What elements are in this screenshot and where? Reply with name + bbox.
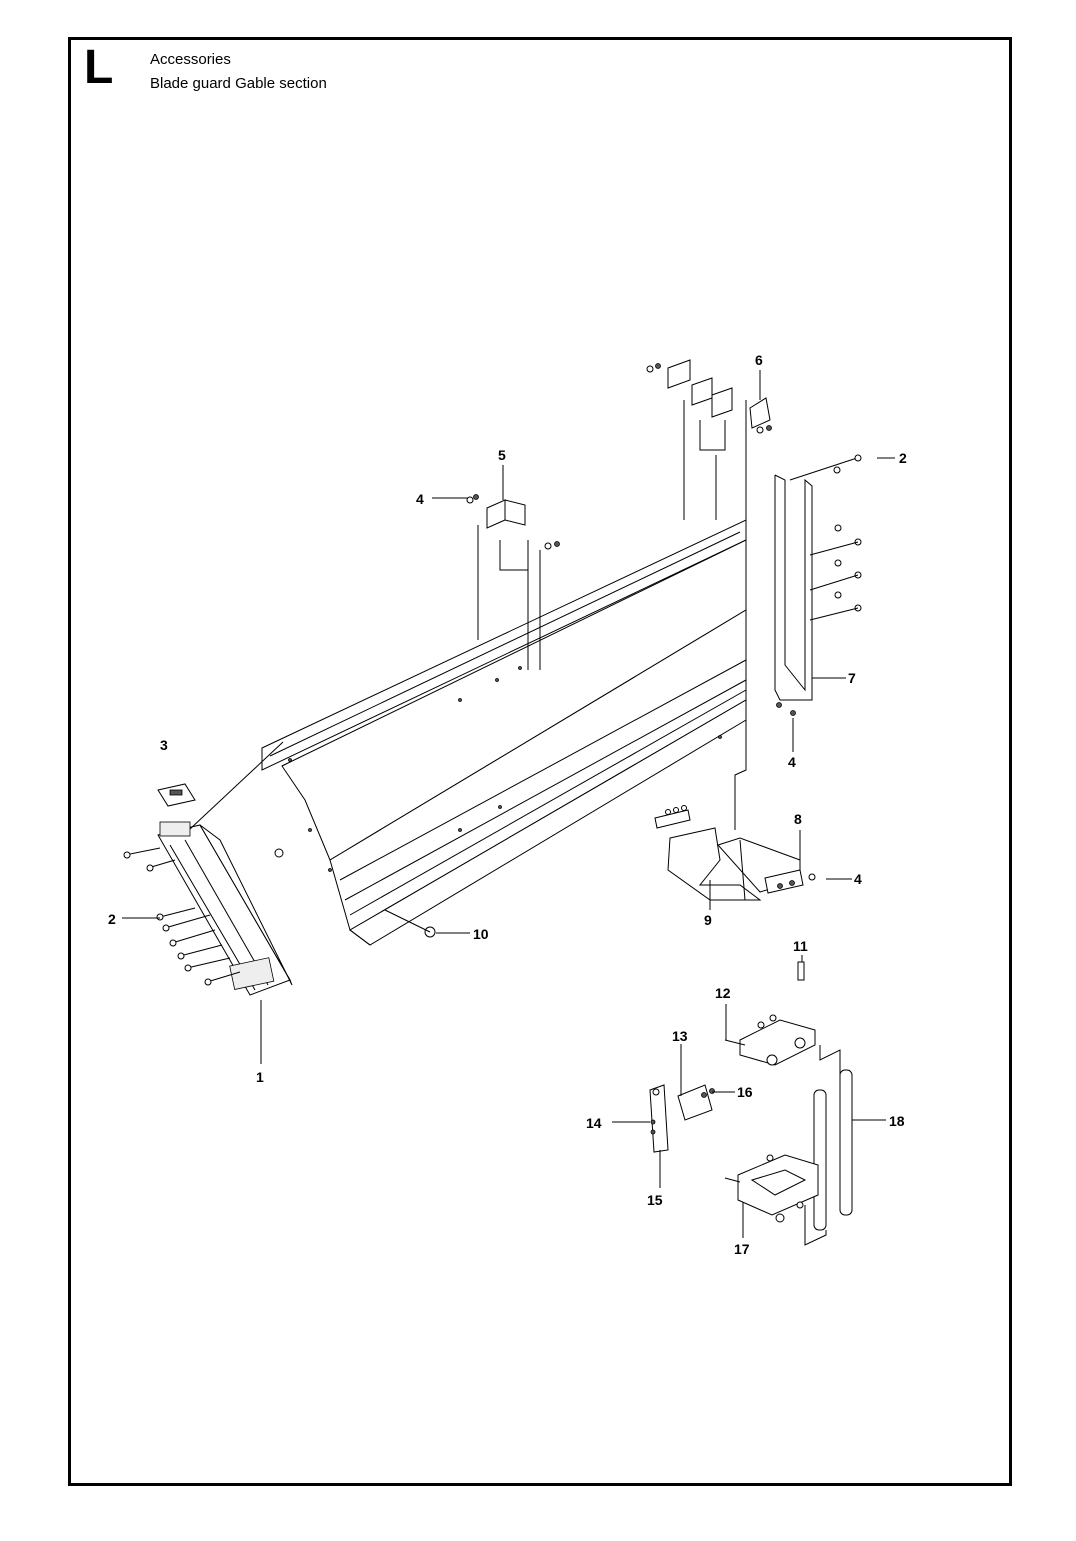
- diagram-subtitle: Blade guard Gable section: [150, 75, 327, 92]
- section-letter: L: [84, 41, 114, 94]
- callout-3: 3: [160, 737, 168, 753]
- callout-7: 7: [848, 670, 856, 686]
- callout-2-right: 2: [899, 450, 907, 466]
- bracket-part-5: [466, 494, 560, 670]
- callout-18: 18: [889, 1113, 905, 1129]
- knob-part-10: [384, 909, 436, 938]
- callout-16: 16: [737, 1084, 753, 1100]
- callout-17: 17: [734, 1241, 750, 1257]
- callout-12: 12: [715, 985, 731, 1001]
- handle-part-6: [749, 397, 772, 434]
- callout-13: 13: [672, 1028, 688, 1044]
- callout-1: 1: [256, 1069, 264, 1085]
- callout-6: 6: [755, 352, 763, 368]
- screws-left: [123, 847, 284, 986]
- callout-11: 11: [793, 938, 808, 954]
- leader-lines: [122, 370, 895, 1238]
- callout-5: 5: [498, 447, 506, 463]
- stand-assembly: [649, 961, 853, 1246]
- blade-guard-panel: [261, 519, 747, 946]
- diagram-category: Accessories: [150, 51, 231, 68]
- diagram-frame: [68, 37, 1012, 1486]
- cover-plate-part-3: [157, 783, 196, 807]
- callout-14: 14: [586, 1115, 602, 1131]
- callout-15: 15: [647, 1192, 663, 1208]
- callout-4-top: 4: [416, 491, 424, 507]
- frame-part-7: [774, 454, 862, 716]
- bracket-upper-right: [646, 359, 747, 520]
- callout-4-frame: 4: [788, 754, 796, 770]
- callout-10: 10: [473, 926, 489, 942]
- callout-4-bracket: 4: [854, 871, 862, 887]
- callout-8: 8: [794, 811, 802, 827]
- callout-2-left: 2: [108, 911, 116, 927]
- end-cap-part-1: [157, 741, 293, 996]
- callout-9: 9: [704, 912, 712, 928]
